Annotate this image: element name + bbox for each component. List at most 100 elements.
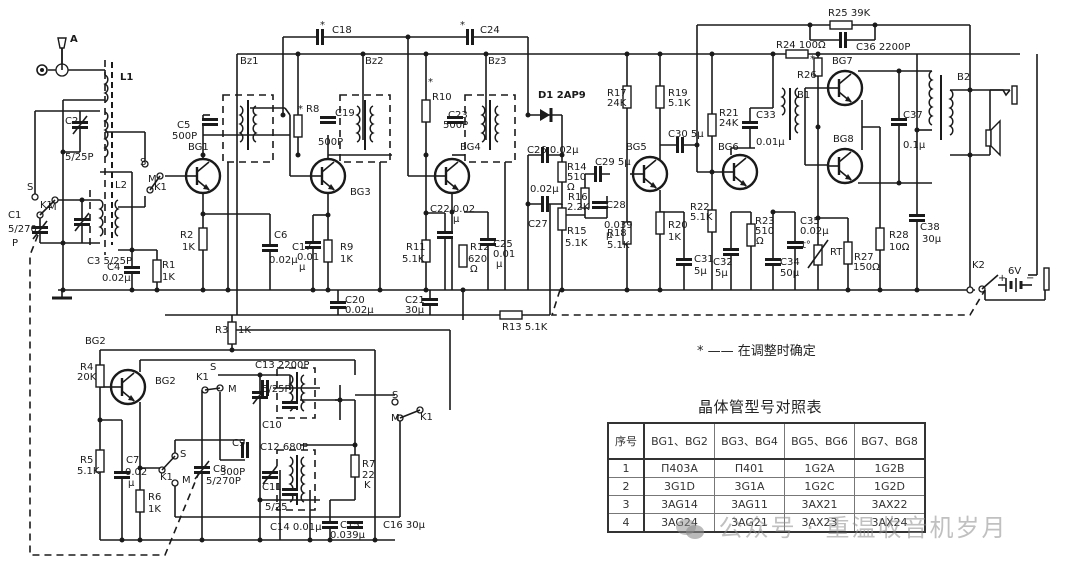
label-r2: R2 (180, 230, 193, 241)
label-c30: C30 5μ (668, 129, 704, 140)
resistor-r17 (622, 85, 632, 109)
label-r21: R21 (719, 108, 739, 119)
label-r24: R24 100Ω (776, 40, 826, 51)
label-c37: C37 (903, 110, 923, 121)
table-cell-index: 3 (607, 495, 645, 514)
label-bg2: BG2 (85, 336, 106, 347)
coil-l1-primary (103, 74, 109, 103)
label-a: A (70, 34, 78, 45)
label-m: M (391, 413, 400, 424)
label-c23: C23 (448, 110, 468, 121)
label-r18: R18 (607, 228, 627, 239)
label-r16v: 2.2K (567, 202, 590, 213)
resistor-r26 (813, 57, 823, 77)
if-transformer-cans (222, 94, 516, 511)
label-k1: K1 (160, 472, 173, 483)
table-cell-model: П403A (643, 458, 715, 478)
resistor-r2 (198, 227, 208, 251)
label-bg5: BG5 (626, 142, 647, 153)
capacitor-c34 (765, 258, 781, 266)
label-c9v: 300P (220, 467, 245, 478)
resistor-r22 (707, 209, 717, 233)
label-r7: R7 (362, 459, 375, 470)
label-r28: R28 (889, 230, 909, 241)
label-c2v: 5/25P (65, 152, 94, 163)
label-c4v: 0.02μ (102, 273, 131, 284)
label-r14v: 510 (567, 172, 586, 183)
label-c20v: 0.02μ (345, 305, 374, 316)
coil-bz3-primary (480, 105, 486, 143)
label-r14: R14 (567, 162, 587, 173)
diode-d1 (540, 108, 553, 122)
capacitor-c23 (447, 116, 463, 124)
transistor-table-title: 晶体管型号对照表 (698, 398, 823, 416)
label-c12: C12 680P (260, 442, 308, 453)
label-star: * (428, 77, 433, 88)
label-c21v: 30μ (405, 305, 425, 316)
label-c7u: μ (128, 478, 135, 489)
label-t: t° (802, 240, 811, 251)
label-m: M (148, 174, 157, 185)
coil-bz1-primary (238, 105, 244, 143)
capacitor-c18 (316, 29, 324, 45)
label-c38v: 30μ (922, 234, 942, 245)
label-c28: C28 (606, 200, 626, 211)
transistor-bg4 (433, 157, 471, 195)
label-c1: C1 (8, 210, 21, 221)
label-c17: C17 (292, 242, 312, 253)
capacitor-c13 (261, 380, 269, 396)
label-bg2b: BG2 (155, 376, 176, 387)
table-cell-index: 1 (607, 458, 645, 478)
label-c6v: 0.02μ (269, 255, 298, 266)
label-c34v: 50μ (780, 268, 800, 279)
label-c22u: μ (453, 214, 460, 225)
resistor-r23 (746, 223, 756, 247)
label-c20: C20 (345, 295, 365, 306)
label-c18: C18 (332, 25, 352, 36)
capacitor-c26 (541, 147, 549, 163)
label-r26: R26 (797, 70, 817, 81)
label-l2: L2 (115, 180, 127, 191)
label-c28v: 0.039 (604, 220, 633, 231)
capacitors (32, 29, 925, 529)
resistors (95, 20, 885, 513)
coil-b1-secondary (794, 87, 800, 134)
label-s: S (392, 390, 398, 401)
header-bg7-bg8: BG7、BG8 (854, 422, 926, 460)
capacitor-c33 (742, 121, 758, 129)
watermark: 公众号 · 重温收音机岁月 (675, 508, 1008, 543)
capacitor-c2 (72, 115, 88, 135)
label-r20: R20 (668, 220, 688, 231)
label-r5v: 5.1K (77, 466, 100, 477)
resistor-r11 (421, 239, 431, 263)
table-cell-model: 3AG14 (643, 495, 715, 514)
label-r12: R12 (470, 242, 490, 253)
resistor-r24 (785, 49, 809, 59)
label-minus: − (1026, 273, 1034, 284)
label-r13: R13 5.1K (502, 322, 548, 333)
junction-dots (59, 22, 973, 543)
capacitor-c14 (282, 488, 298, 496)
label-r6v: 1K (148, 504, 161, 515)
capacitor-c27 (541, 196, 549, 212)
label-c5v: 500P (172, 131, 197, 142)
label-r4: R4 (80, 362, 93, 373)
label-r23v: 510 (755, 226, 774, 237)
resistor-r4 (95, 364, 105, 388)
resistor-r7 (350, 454, 360, 478)
table-cell-model: 1G2B (854, 458, 926, 478)
label-c34: C34 (780, 257, 800, 268)
table-cell-model: П401 (714, 458, 785, 478)
label-c15: C15 (340, 520, 360, 531)
transistor-bg7 (826, 69, 864, 107)
capacitor-c15 (322, 521, 338, 529)
header-bg1-bg2: BG1、BG2 (643, 422, 715, 460)
label-bg7: BG7 (832, 56, 853, 67)
label-c17v: 0.01 (297, 252, 319, 263)
label-plus: + (998, 273, 1006, 284)
note-star: * (697, 344, 704, 359)
label-r16: R16 (568, 192, 588, 203)
label-c22: C22 0.02 (430, 204, 475, 215)
